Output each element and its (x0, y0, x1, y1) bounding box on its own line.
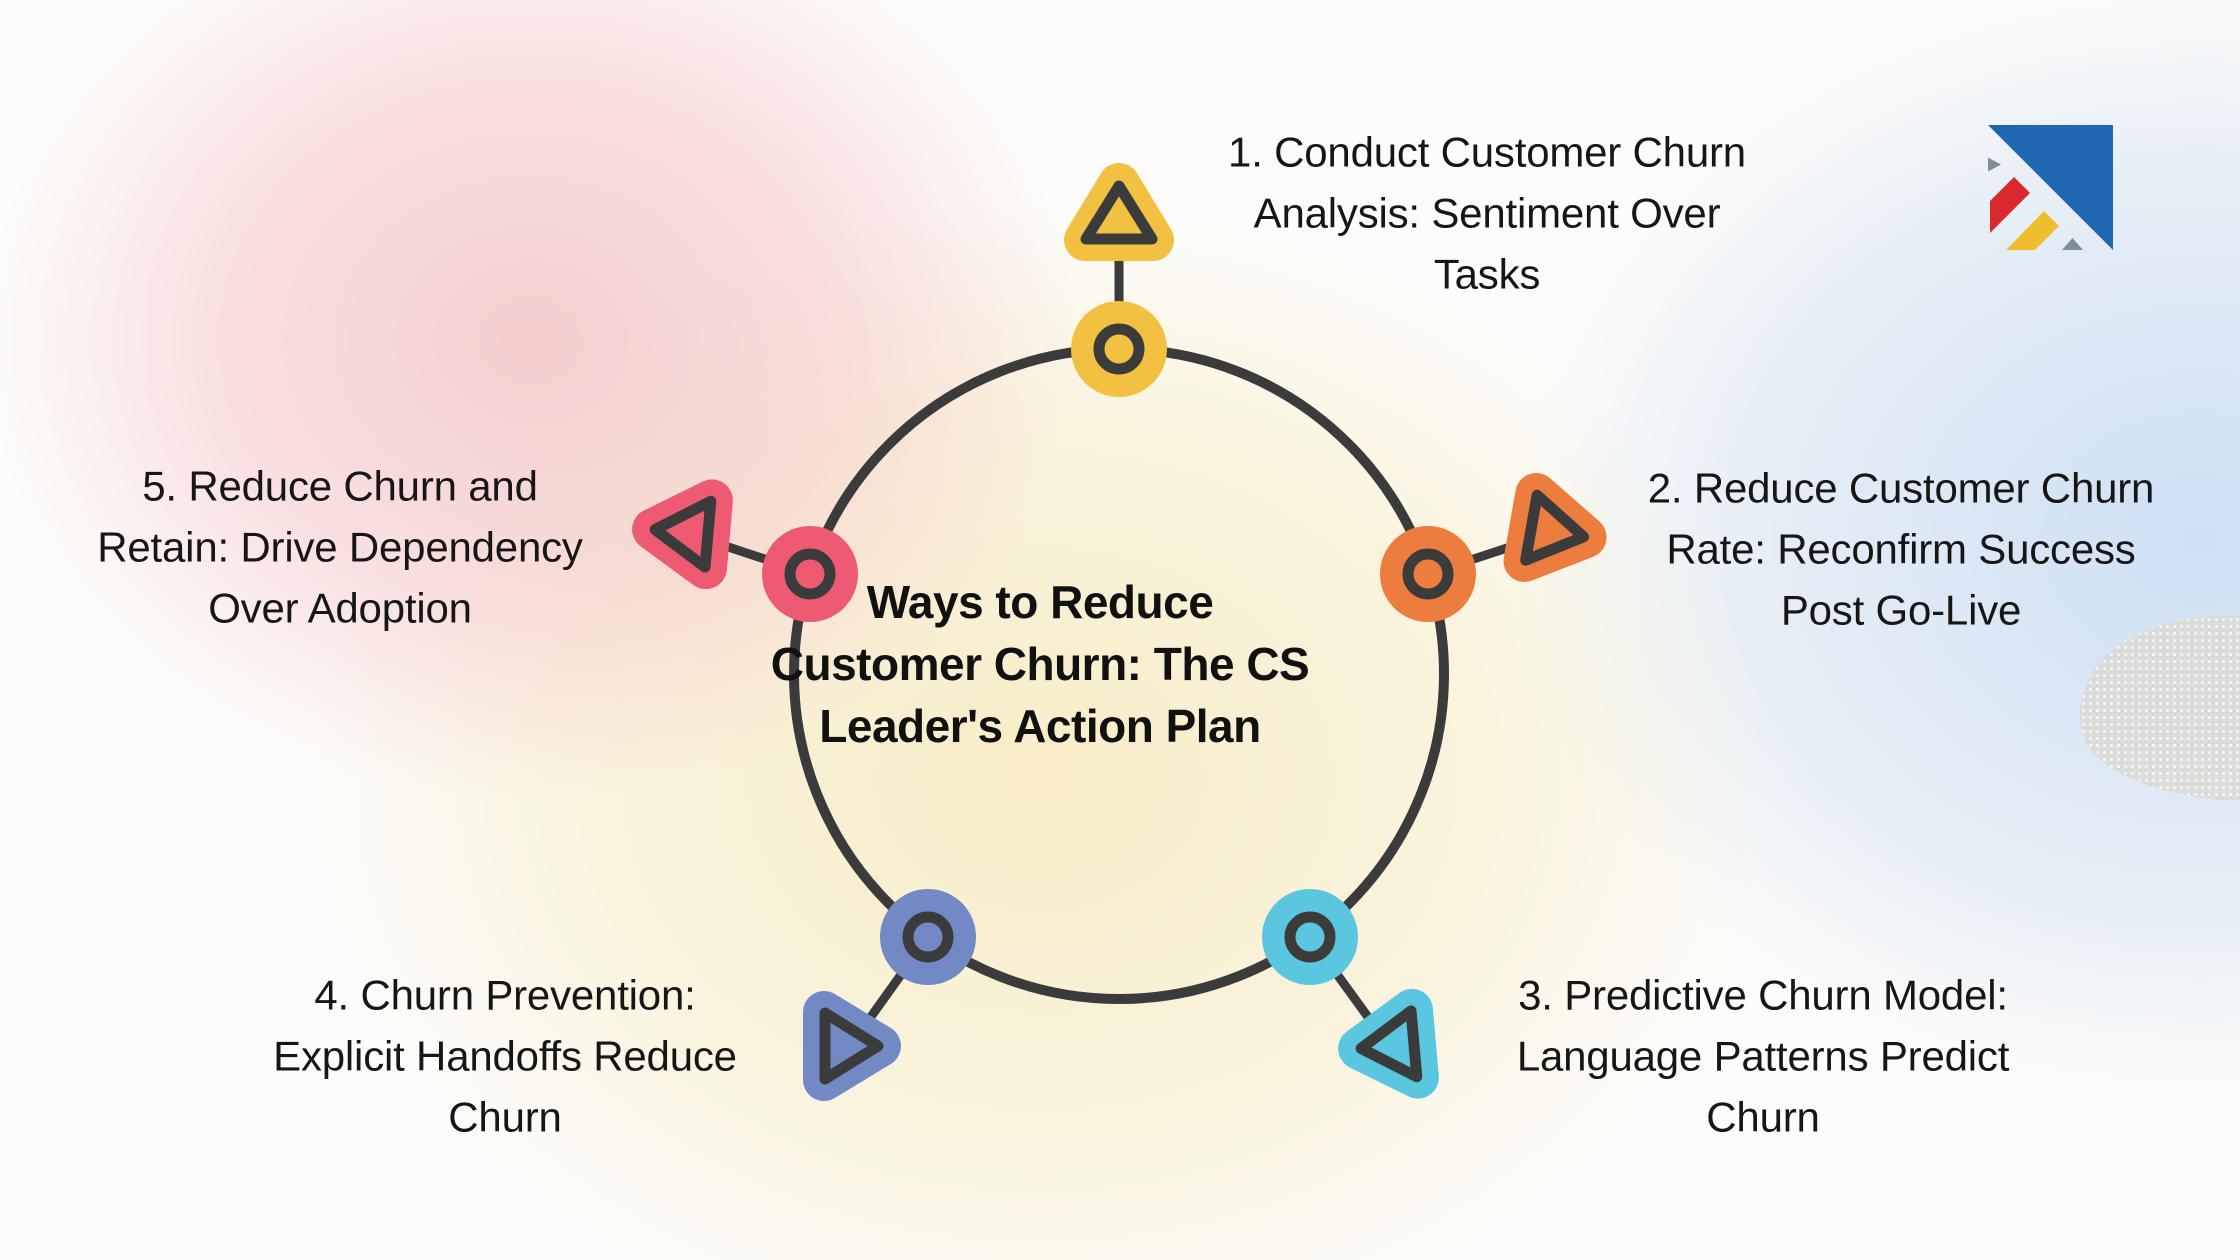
node-5-badge (632, 479, 733, 590)
diagram-title: Ways to Reduce Customer Churn: The CS Le… (770, 576, 1310, 752)
logo-yellow-stripe (2006, 211, 2059, 250)
hub-dots (762, 301, 1476, 985)
node-2-ring (1402, 548, 1454, 600)
node-2-dot (1380, 526, 1476, 622)
node-1-ring (1093, 323, 1145, 375)
node-1-badge (1064, 163, 1174, 261)
triangle-icon (1080, 180, 1158, 245)
brand-logo (1988, 125, 2113, 250)
node-4-badge (803, 991, 901, 1101)
node-3-dot (1262, 889, 1358, 985)
node-label-3: 3. Predictive Churn Model: Language Patt… (1516, 971, 2010, 1141)
node-5-ring (784, 548, 836, 600)
node-1-dot (1071, 301, 1167, 397)
node-3-ring (1284, 911, 1336, 963)
node-label-4: 4. Churn Prevention: Explicit Handoffs R… (273, 971, 737, 1141)
node-3-badge (1338, 988, 1439, 1099)
node-label-2: 2. Reduce Customer Churn Rate: Reconfirm… (1647, 464, 2155, 634)
triangle-icon (649, 495, 717, 573)
triangle-icon (1520, 489, 1590, 566)
logo-red-stripe (1990, 177, 2030, 233)
node-2-badge (1503, 473, 1607, 582)
triangle-icon (819, 1007, 884, 1085)
triangle-badges (632, 163, 1607, 1101)
logo-gray-triangle-bottom (2062, 238, 2083, 250)
node-5-dot (762, 526, 858, 622)
triangle-icon (1355, 1005, 1423, 1083)
logo-gray-triangle-left (1988, 157, 2001, 172)
node-4-dot (880, 889, 976, 985)
node-label-5: 5. Reduce Churn and Retain: Drive Depend… (97, 462, 583, 632)
logo-blue-triangle (1988, 125, 2113, 250)
node-4-ring (902, 911, 954, 963)
node-label-1: 1. Conduct Customer Churn Analysis: Sent… (1228, 128, 1746, 298)
